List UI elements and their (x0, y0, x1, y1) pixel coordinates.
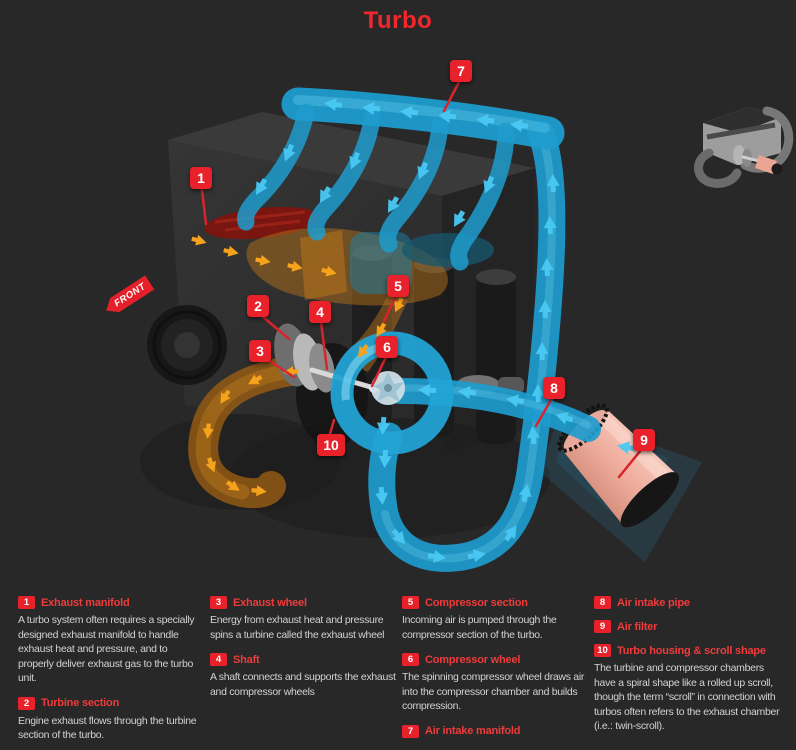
callout-9-badge: 9 (633, 429, 655, 451)
legend-item-7: 7 Air intake manifold (402, 724, 588, 738)
callout-8-badge: 8 (543, 377, 565, 399)
legend-desc-2: Engine exhaust flows through the turbine… (18, 714, 197, 742)
legend-title-1: Exhaust manifold (41, 596, 130, 609)
legend-title-3: Exhaust wheel (233, 596, 307, 609)
callout-2-badge: 2 (247, 295, 269, 317)
legend-title-9: Air filter (617, 620, 658, 633)
legend-item-6: 6 Compressor wheel The spinning compress… (402, 653, 588, 714)
callout-10-badge: 10 (317, 434, 345, 456)
callout-1-leader (200, 188, 208, 226)
legend-item-1: 1 Exhaust manifold A turbo system often … (18, 596, 204, 686)
callout-1-badge: 1 (190, 167, 212, 189)
callout-6-leader (370, 355, 388, 388)
legend-title-10: Turbo housing & scroll shape (617, 644, 766, 657)
callout-3-badge: 3 (249, 340, 271, 362)
legend-title-7: Air intake manifold (425, 725, 521, 737)
legend-desc-5: Incoming air is pumped through the compr… (402, 614, 557, 641)
callout-leader-lines (200, 80, 643, 479)
legend-column-1: 1 Exhaust manifold A turbo system often … (18, 596, 204, 750)
legend-desc-3: Energy from exhaust heat and pressure sp… (210, 614, 385, 641)
callout-4-badge: 4 (309, 301, 331, 323)
legend-item-2: 2 Turbine section Engine exhaust flows t… (18, 696, 204, 743)
turbo-thumbnail (694, 106, 794, 188)
legend-badge-1: 1 (18, 596, 35, 609)
legend-badge-3: 3 (210, 596, 227, 609)
legend-column-3: 5 Compressor section Incoming air is pum… (402, 596, 588, 749)
legend-item-4: 4 Shaft A shaft connects and supports th… (210, 653, 396, 699)
callout-4-leader (319, 320, 329, 371)
legend-item-10: 10 Turbo housing & scroll shape The turb… (594, 644, 788, 734)
legend-badge-4: 4 (210, 653, 227, 666)
legend-title-6: Compressor wheel (425, 653, 521, 666)
legend-badge-10: 10 (594, 644, 611, 657)
callout-6-badge: 6 (376, 336, 398, 358)
legend-title-5: Compressor section (425, 596, 528, 609)
legend-item-8: 8 Air intake pipe (594, 596, 788, 609)
compressor-wheel (371, 371, 405, 405)
legend-title-2: Turbine section (41, 697, 120, 709)
callout-2-leader (260, 314, 291, 341)
legend: 1 Exhaust manifold A turbo system often … (0, 596, 796, 750)
callout-7-badge: 7 (450, 60, 472, 82)
legend-title-8: Air intake pipe (617, 596, 690, 609)
air-filter (540, 403, 702, 562)
legend-badge-5: 5 (402, 596, 419, 609)
pulley-wheel (147, 305, 227, 385)
callout-7-leader (442, 80, 461, 113)
legend-desc-1: A turbo system often requires a speciall… (18, 614, 195, 684)
callout-9-leader (617, 448, 643, 479)
legend-column-4: 8 Air intake pipe 9 Air filter 10 Turbo … (594, 596, 788, 745)
legend-badge-8: 8 (594, 596, 611, 609)
legend-title-4: Shaft (233, 653, 260, 666)
legend-desc-6: The spinning compressor wheel draws air … (402, 671, 585, 712)
legend-desc-10: The turbine and compressor chambers have… (594, 662, 780, 732)
legend-badge-6: 6 (402, 653, 419, 666)
legend-column-2: 3 Exhaust wheel Energy from exhaust heat… (210, 596, 396, 710)
callout-5-leader (382, 294, 398, 323)
callout-8-leader (534, 396, 554, 428)
legend-item-9: 9 Air filter (594, 620, 788, 633)
page-title: Turbo (363, 7, 433, 34)
callout-3-leader (263, 356, 296, 379)
legend-badge-7: 7 (402, 724, 419, 738)
turbo-diagram (147, 80, 794, 572)
callout-10-leader (328, 418, 336, 436)
legend-item-5: 5 Compressor section Incoming air is pum… (402, 596, 588, 642)
legend-badge-2: 2 (18, 696, 35, 710)
callout-5-badge: 5 (387, 275, 409, 297)
legend-badge-9: 9 (594, 620, 611, 633)
legend-desc-4: A shaft connects and supports the exhaus… (210, 671, 396, 698)
legend-item-3: 3 Exhaust wheel Energy from exhaust heat… (210, 596, 396, 642)
